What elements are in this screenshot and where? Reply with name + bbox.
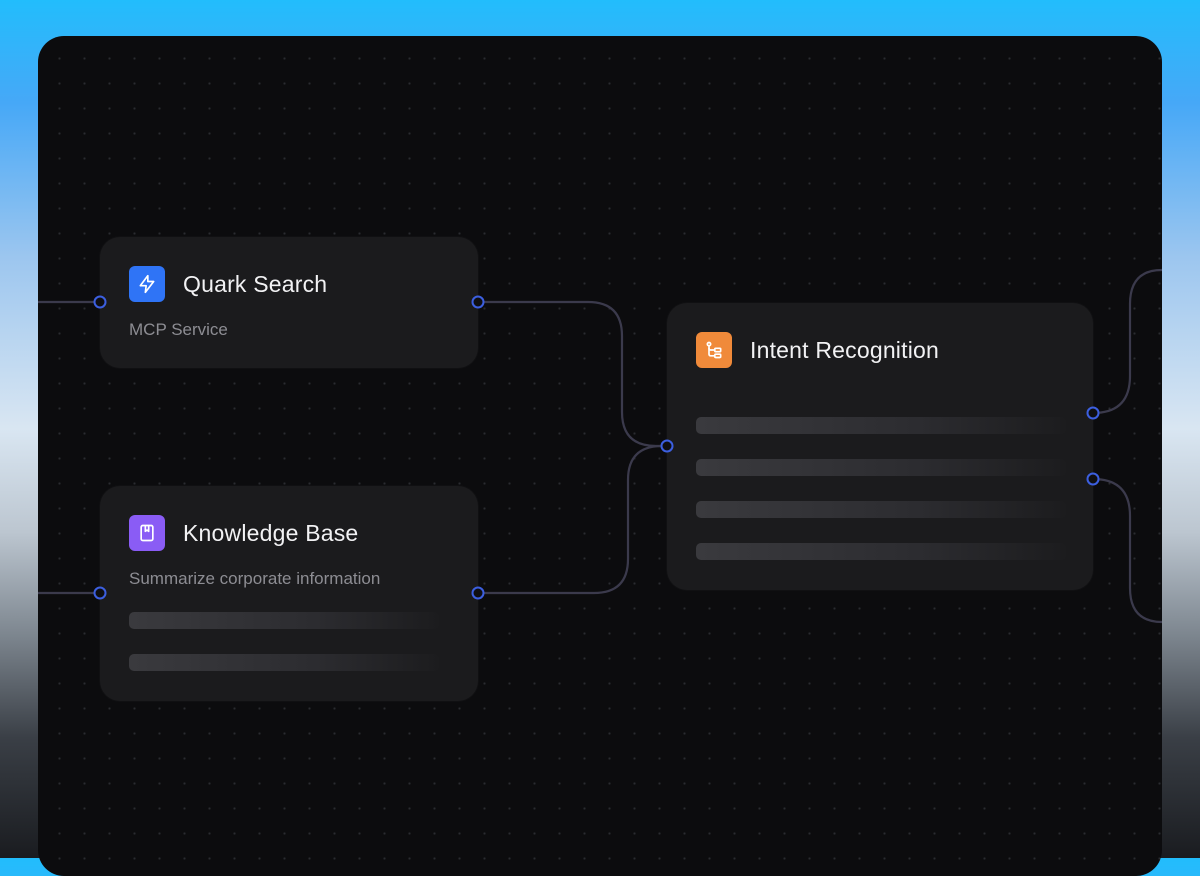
node-intent-recognition[interactable]: Intent Recognition	[667, 303, 1093, 590]
book-icon	[129, 515, 165, 551]
node-subtitle: Summarize corporate information	[129, 569, 381, 588]
lightning-icon	[129, 266, 165, 302]
output-port[interactable]	[471, 586, 485, 600]
placeholder-bar	[696, 417, 1066, 434]
node-quark-search[interactable]: Quark Search MCP Service	[100, 237, 478, 368]
placeholder-bar	[129, 612, 439, 629]
edges-layer	[38, 268, 1162, 624]
edge-intent-to-right-top	[1092, 268, 1162, 415]
input-port[interactable]	[93, 586, 107, 600]
input-port[interactable]	[660, 439, 674, 453]
node-title: Quark Search	[183, 270, 328, 297]
node-knowledge-base[interactable]: Knowledge Base Summarize corporate infor…	[100, 486, 478, 701]
output-port[interactable]	[471, 295, 485, 309]
edge-knowledge-to-intent	[478, 444, 667, 595]
placeholder-bar	[129, 654, 439, 671]
flow-branch-icon	[696, 332, 732, 368]
edge-intent-to-right-bottom	[1092, 477, 1162, 624]
placeholder-bar	[696, 501, 1066, 518]
placeholder-bar	[696, 459, 1066, 476]
node-subtitle: MCP Service	[129, 320, 228, 339]
output-port[interactable]	[1086, 472, 1100, 486]
node-title: Intent Recognition	[750, 336, 940, 363]
input-port[interactable]	[93, 295, 107, 309]
output-port[interactable]	[1086, 406, 1100, 420]
edge-quark-to-intent	[478, 300, 667, 448]
placeholder-bar	[696, 543, 1066, 560]
node-title: Knowledge Base	[183, 519, 359, 546]
workflow-canvas[interactable]: Quark Search MCP Service Knowledge Base …	[38, 36, 1162, 876]
